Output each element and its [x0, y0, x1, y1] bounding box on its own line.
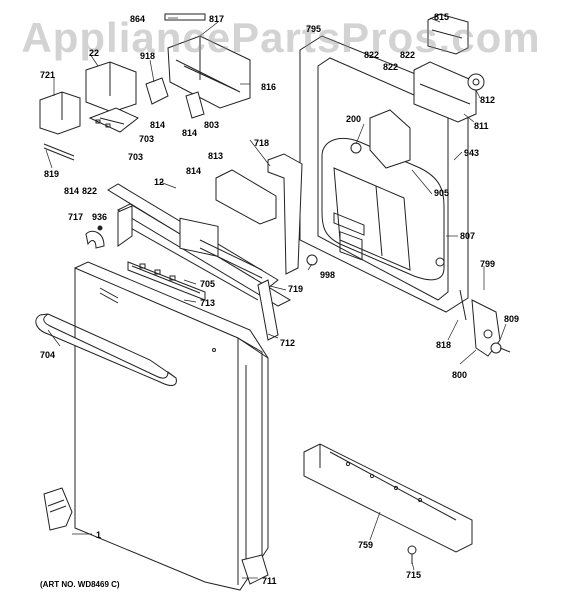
- door-hinge: [471, 299, 511, 357]
- art-number-label: (ART NO. WD8469 C): [40, 580, 120, 589]
- callout-812: 812: [480, 95, 496, 105]
- callout-200: 200: [346, 114, 362, 124]
- callout-918: 918: [140, 51, 156, 61]
- callout-814-a: 814: [150, 120, 166, 130]
- callout-818: 818: [436, 340, 452, 350]
- callout-713: 713: [200, 298, 216, 308]
- callout-864: 864: [130, 14, 146, 24]
- callout-703-a: 703: [139, 134, 155, 144]
- callout-759: 759: [358, 540, 374, 550]
- callout-822-c: 822: [383, 62, 399, 72]
- panel-plate: [215, 169, 277, 225]
- top-right-parts: [413, 13, 485, 123]
- callout-705: 705: [200, 279, 216, 289]
- outer-door-panel: [35, 261, 269, 591]
- callout-799: 799: [480, 259, 496, 269]
- callout-712: 712: [280, 338, 296, 348]
- callout-22: 22: [89, 48, 100, 58]
- callout-998: 998: [320, 270, 336, 280]
- control-panel-frame: [107, 183, 292, 341]
- dispenser-bracket: [267, 153, 303, 275]
- callout-817: 817: [209, 14, 225, 24]
- callout-715: 715: [406, 570, 422, 580]
- callout-819: 819: [44, 169, 60, 179]
- callout-822-a: 822: [364, 50, 380, 60]
- top-bracket-assembly: [145, 13, 251, 119]
- callout-811: 811: [474, 121, 489, 131]
- grommet: [306, 254, 318, 266]
- kick-plate: [303, 443, 473, 553]
- callout-1: 1: [96, 530, 102, 540]
- callout-814-c: 814: [186, 166, 202, 176]
- callout-814-d: 814: [64, 186, 80, 196]
- callout-703-b: 703: [128, 152, 144, 162]
- callout-822-d: 822: [82, 186, 98, 196]
- callout-809: 809: [504, 314, 520, 324]
- callout-718: 718: [254, 138, 270, 148]
- control-board-assembly: [39, 61, 139, 161]
- callout-12: 12: [154, 177, 165, 187]
- callout-943: 943: [464, 148, 480, 158]
- callout-936: 936: [92, 212, 108, 222]
- ribbon-cable: [85, 230, 105, 249]
- callout-822-b: 822: [400, 50, 416, 60]
- callout-815: 815: [434, 12, 450, 22]
- callout-816: 816: [261, 82, 277, 92]
- callout-719: 719: [288, 284, 304, 294]
- callout-814-b: 814: [182, 128, 198, 138]
- callout-704: 704: [40, 350, 56, 360]
- callout-803: 803: [204, 120, 220, 130]
- screw: [407, 545, 417, 564]
- callout-721: 721: [40, 70, 56, 80]
- callout-717: 717: [68, 212, 84, 222]
- callout-905: 905: [434, 188, 450, 198]
- callout-800: 800: [452, 370, 468, 380]
- callout-807: 807: [460, 231, 476, 241]
- callout-795: 795: [306, 24, 322, 34]
- callout-711: 711: [262, 576, 277, 586]
- callout-813: 813: [208, 151, 224, 161]
